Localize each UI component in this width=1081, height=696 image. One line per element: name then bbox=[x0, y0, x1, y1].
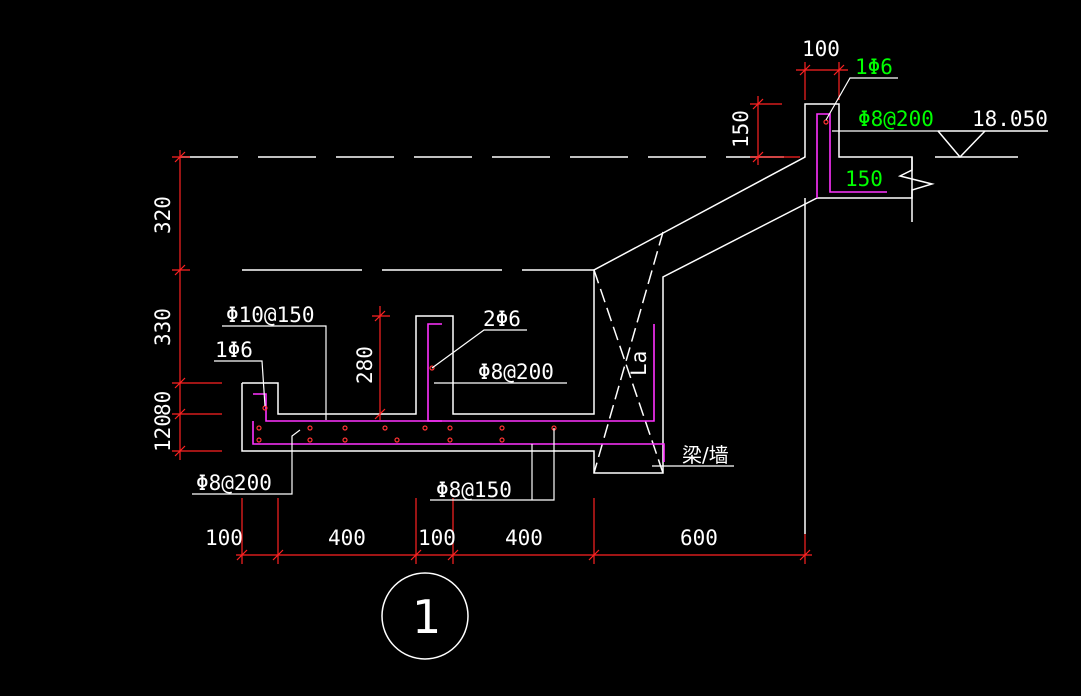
elevation-value: 18.050 bbox=[972, 107, 1048, 131]
concrete-outline bbox=[180, 103, 1048, 534]
anchorage-label: La bbox=[627, 351, 651, 376]
rebar-dot bbox=[256, 425, 262, 431]
break-line bbox=[897, 157, 935, 222]
rebar-dot bbox=[307, 437, 313, 443]
dim-bot-100-a: 100 bbox=[205, 526, 243, 550]
leader-2phi6 bbox=[431, 329, 527, 369]
dim-left-330: 330 bbox=[151, 308, 175, 346]
label-phi8-200-bot: Φ8@200 bbox=[196, 471, 272, 495]
section-mark-number: 1 bbox=[412, 590, 441, 644]
rebar bbox=[252, 113, 887, 462]
dim-left-120: 120 bbox=[151, 414, 175, 452]
leader-phi8-bot bbox=[192, 429, 301, 495]
rebar-bottom-main bbox=[252, 421, 665, 462]
rebar-dot bbox=[342, 437, 348, 443]
dim-bot-400-a: 400 bbox=[328, 526, 366, 550]
dim-left-80: 80 bbox=[151, 391, 175, 416]
dim-bot-600: 600 bbox=[680, 526, 718, 550]
rebar-dot bbox=[429, 365, 435, 371]
rebar-dot bbox=[256, 437, 262, 443]
rebar-dot bbox=[447, 425, 453, 431]
rebar-dots bbox=[256, 119, 829, 443]
rebar-dot bbox=[382, 425, 388, 431]
elevation-triangle bbox=[937, 130, 986, 159]
rebar-top-main bbox=[253, 324, 655, 422]
rebar-dot bbox=[447, 437, 453, 443]
dim-right-150: 150 bbox=[845, 167, 883, 191]
rebar-dot bbox=[499, 437, 505, 443]
rebar-dot bbox=[307, 425, 313, 431]
leader-top-1phi6 bbox=[825, 77, 898, 121]
leader-phi8-150 bbox=[430, 428, 555, 501]
label-phi10-150: Φ10@150 bbox=[226, 303, 315, 327]
label-2phi6: 2Φ6 bbox=[483, 307, 521, 331]
rebar-dot bbox=[499, 425, 505, 431]
leader-lines bbox=[192, 77, 938, 501]
beam-wall-label: 梁/墙 bbox=[682, 443, 729, 467]
rebar-mid-stirrup bbox=[427, 323, 442, 422]
dim-top-100: 100 bbox=[802, 37, 840, 61]
section-mark-circle bbox=[381, 572, 469, 660]
rebar-dot bbox=[422, 425, 428, 431]
cross-dash-1 bbox=[593, 269, 664, 474]
label-top-phi8-200: Φ8@200 bbox=[858, 107, 934, 131]
label-phi8-150: Φ8@150 bbox=[436, 478, 512, 502]
leader-phi10 bbox=[222, 325, 327, 420]
dim-bot-400-b: 400 bbox=[505, 526, 543, 550]
dim-mid-280: 280 bbox=[353, 346, 377, 384]
dim-top-150: 150 bbox=[729, 110, 753, 148]
label-phi8-200-mid: Φ8@200 bbox=[478, 360, 554, 384]
cross-dash-2 bbox=[593, 231, 664, 474]
dimension-lines bbox=[172, 62, 848, 564]
leader-left-1phi6 bbox=[214, 360, 266, 407]
label-left-1phi6: 1Φ6 bbox=[215, 338, 253, 362]
label-top-1phi6: 1Φ6 bbox=[855, 55, 893, 79]
rebar-dot bbox=[823, 119, 829, 125]
dim-left-320: 320 bbox=[151, 196, 175, 234]
dim-bot-100-b: 100 bbox=[418, 526, 456, 550]
section-profile bbox=[241, 103, 913, 474]
rebar-dot bbox=[342, 425, 348, 431]
rebar-dot bbox=[394, 437, 400, 443]
